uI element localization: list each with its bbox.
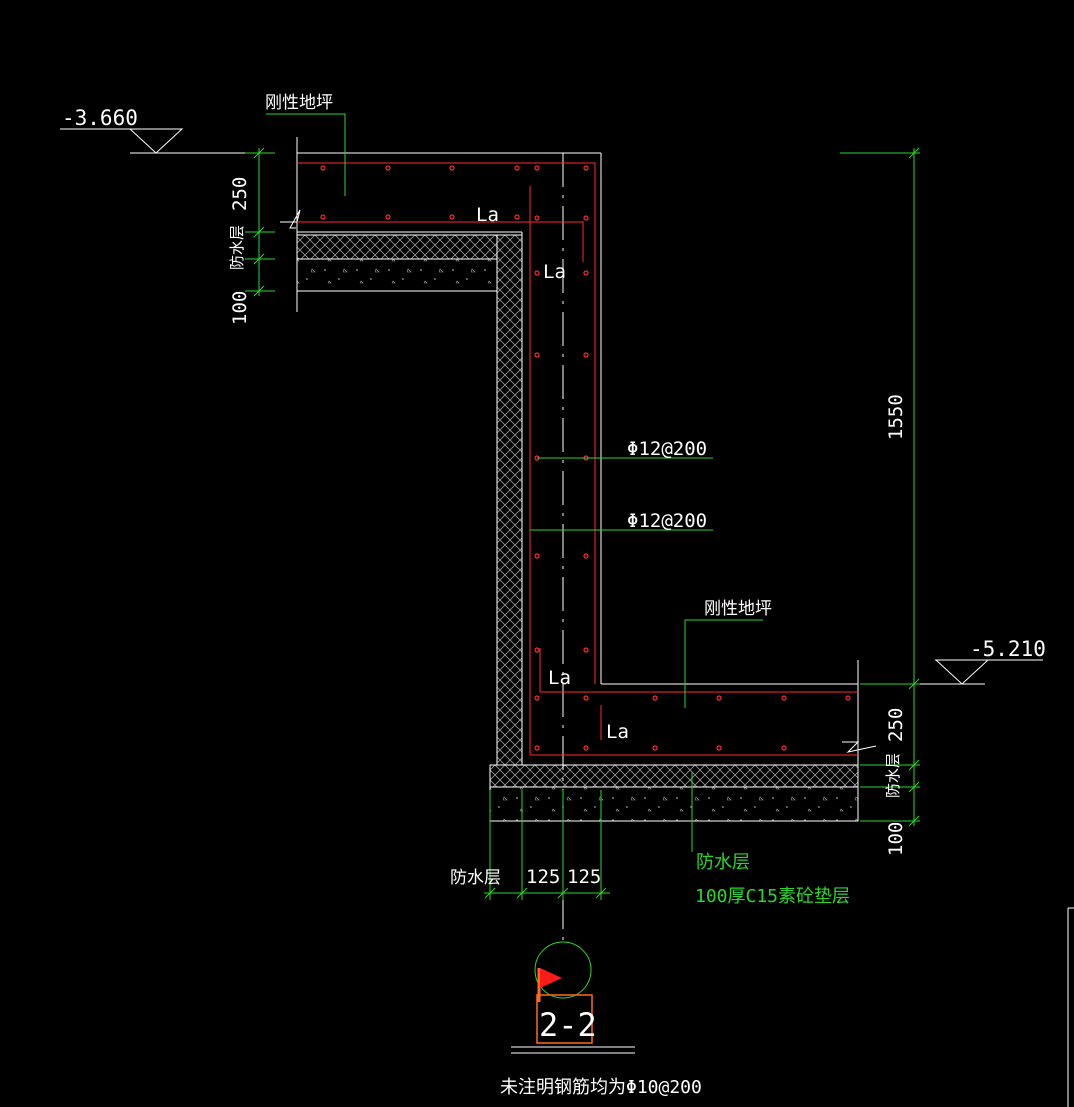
rebar-spec-2: Φ12@200	[627, 510, 707, 532]
waterproof-layer-bottom	[489, 764, 859, 788]
dim-right-waterproof: 防水层	[884, 753, 902, 798]
rigid-floor-label-top: 刚性地坪	[265, 93, 333, 113]
rebar-lines	[297, 162, 858, 756]
dimension-right	[840, 147, 920, 827]
elevation-bottom-label: -5.210	[970, 637, 1046, 661]
elevation-mark-bottom: -5.210	[860, 637, 1046, 685]
dim-right-250: 250	[885, 708, 907, 742]
elevation-top-label: -3.660	[62, 106, 138, 130]
waterproof-layer-wall	[496, 234, 523, 766]
dim-left-waterproof: 防水层	[228, 225, 246, 270]
dim-left-250: 250	[229, 177, 251, 211]
section-symbol: 2-2	[511, 941, 635, 1054]
dim-bottom-125-b: 125	[567, 866, 601, 888]
dim-bottom-waterproof: 防水层	[450, 868, 501, 888]
dim-left-100: 100	[229, 291, 251, 325]
section-id-label: 2-2	[539, 1006, 597, 1044]
general-note: 未注明钢筋均为Φ10@200	[500, 1077, 702, 1098]
dim-right-100: 100	[885, 822, 907, 856]
anchorage-label-1: La	[476, 204, 499, 226]
rigid-floor-callout-bottom: 刚性地坪	[684, 599, 772, 708]
rebar-callout-1: Φ12@200	[537, 438, 713, 460]
waterproof-layer-top	[296, 234, 498, 260]
dim-right-1550: 1550	[885, 394, 907, 440]
sheet-border-fragment	[1067, 907, 1074, 1107]
elevation-mark-top: -3.660	[60, 106, 262, 154]
break-symbol-bottom	[842, 741, 877, 753]
anchorage-label-2: La	[543, 261, 566, 283]
rebar-callout-2: Φ12@200	[530, 510, 713, 532]
dimension-left	[245, 147, 275, 297]
section-flag-icon	[540, 968, 562, 988]
break-symbol-top	[280, 209, 301, 229]
anchorage-label-4: La	[606, 721, 629, 743]
cushion-layer-top	[296, 258, 498, 292]
cushion-layer-bottom	[489, 786, 859, 822]
dimension-bottom	[484, 790, 610, 900]
material-cushion-label: 100厚C15素砼垫层	[695, 886, 850, 907]
rebar-spec-1: Φ12@200	[627, 438, 707, 460]
rigid-floor-callout-top: 刚性地坪	[265, 93, 346, 196]
rigid-floor-label-bottom: 刚性地坪	[704, 599, 772, 619]
anchorage-label-3: La	[548, 667, 571, 689]
rebar-dots	[320, 165, 851, 751]
material-callout: 防水层 100厚C15素砼垫层	[691, 772, 850, 907]
material-waterproof-label: 防水层	[696, 852, 750, 873]
dim-bottom-125-a: 125	[526, 866, 560, 888]
wall-slab-outline	[296, 137, 859, 766]
